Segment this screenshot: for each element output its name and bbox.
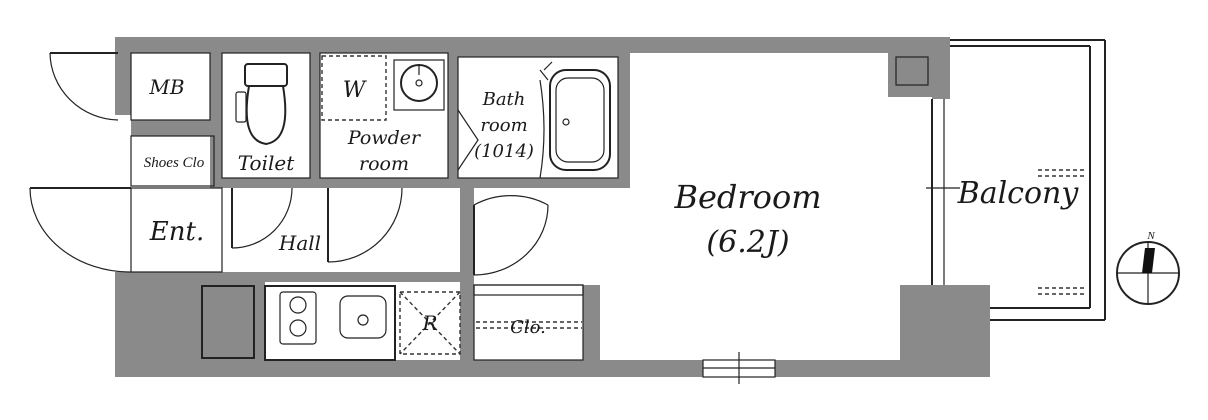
shoes-closet-label: Shoes Clo [144, 155, 205, 171]
entrance-door [29, 187, 132, 273]
bottom-window [702, 352, 776, 384]
balcony-label: Balcony [957, 176, 1080, 211]
refrigerator-label: R [421, 311, 437, 335]
compass: N [1116, 230, 1180, 305]
bath-label-3: (1014) [474, 141, 534, 162]
hall-label: Hall [278, 231, 321, 255]
room-outlines [130, 52, 929, 361]
mb-label: MB [148, 75, 184, 99]
toilet-fixture [235, 63, 288, 146]
sink-fixture [393, 59, 445, 111]
powder-room-label-2: room [359, 153, 409, 175]
closet-label: Clo. [510, 317, 546, 338]
entrance-label: Ent. [149, 217, 204, 247]
powder-room-label-1: Powder [347, 127, 422, 149]
room-labels: MB Toilet W Powder room Bath room (1014)… [144, 75, 1080, 338]
washer-space [321, 55, 387, 121]
closet [473, 284, 584, 329]
bedroom-label: Bedroom [673, 178, 821, 216]
hall-doors [231, 187, 549, 276]
walls [115, 37, 990, 377]
mb-door [49, 52, 119, 121]
bedroom-size-label: (6.2J) [706, 225, 789, 260]
toilet-label: Toilet [238, 151, 295, 175]
bath-label-2: room [480, 115, 527, 136]
washer-label: W [343, 78, 368, 103]
balcony [926, 39, 1106, 321]
compass-north-label: N [1146, 230, 1155, 242]
bath-label-1: Bath [482, 89, 526, 110]
kitchen [201, 285, 461, 361]
bathtub-fixture [457, 61, 611, 179]
